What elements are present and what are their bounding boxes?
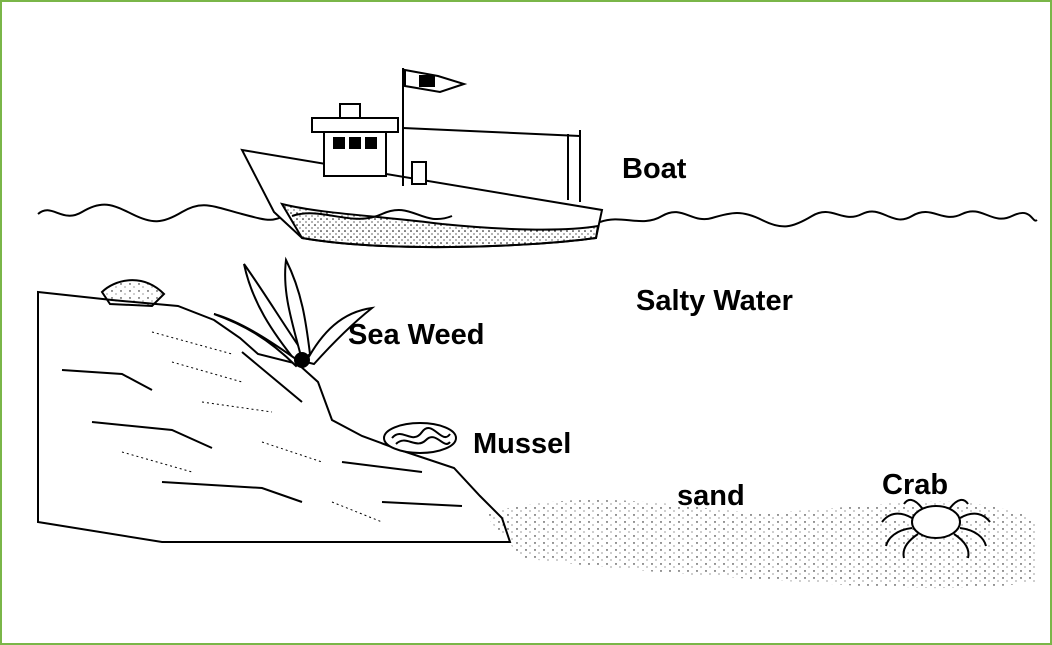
mussel-illustration: [384, 423, 456, 453]
label-sea-weed: Sea Weed: [348, 321, 484, 350]
label-sand: sand: [677, 482, 745, 511]
label-boat: Boat: [622, 155, 686, 184]
label-salty-water: Salty Water: [636, 287, 793, 316]
label-mussel: Mussel: [473, 430, 571, 459]
boat-illustration: [242, 68, 602, 247]
label-crab: Crab: [882, 471, 948, 500]
